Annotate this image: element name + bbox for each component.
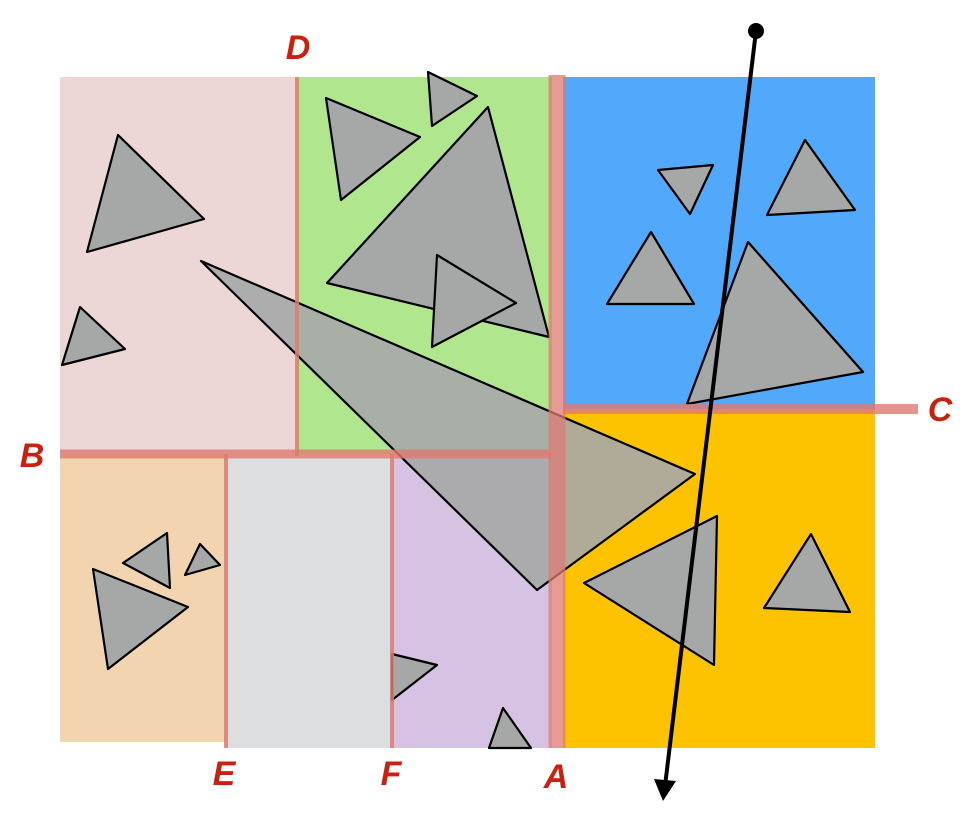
region-top-left-pink — [60, 77, 297, 454]
triangle-long — [199, 259, 697, 592]
triangle — [324, 96, 422, 202]
triangle — [656, 163, 715, 216]
triangle — [605, 230, 696, 306]
triangle — [60, 305, 127, 367]
triangle — [121, 531, 172, 590]
split-lines — [60, 75, 918, 748]
ray-line — [663, 30, 758, 787]
triangle — [426, 70, 479, 128]
split-label-b: B — [20, 437, 45, 475]
region-bottom-middle-gray — [226, 454, 392, 748]
ray — [654, 23, 764, 801]
split-label-d: D — [286, 29, 311, 67]
split-labels: D B C E F A — [20, 29, 953, 796]
triangle — [685, 240, 865, 406]
triangle — [430, 253, 518, 349]
triangle — [183, 542, 222, 577]
triangle — [85, 133, 206, 254]
split-label-f: F — [381, 755, 403, 793]
ray-arrowhead-icon — [654, 779, 676, 801]
split-label-a: A — [543, 758, 569, 796]
split-label-c: C — [928, 391, 953, 429]
triangle — [765, 138, 857, 217]
triangle — [91, 567, 190, 671]
split-label-e: E — [213, 755, 237, 793]
triangle — [762, 532, 852, 614]
triangle — [487, 706, 533, 750]
